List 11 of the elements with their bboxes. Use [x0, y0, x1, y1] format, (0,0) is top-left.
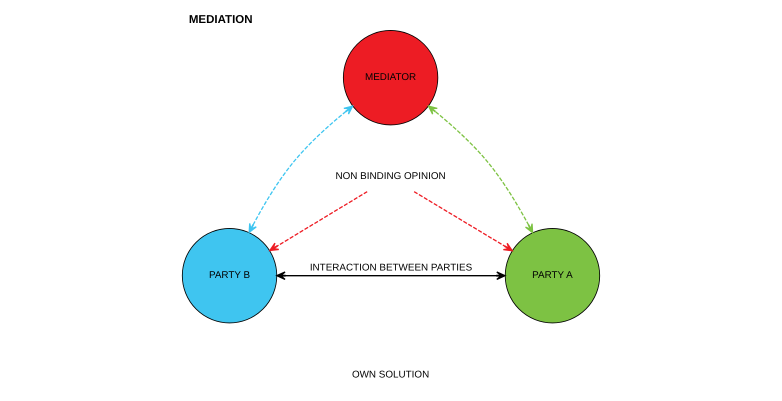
label: OWN SOLUTION	[352, 369, 430, 380]
node-text: NON BINDING OPINION	[336, 171, 446, 182]
arrow	[248, 105, 354, 234]
arrow	[428, 105, 534, 234]
edge-label: INTERACTION BETWEEN PARTIES	[310, 262, 472, 274]
arrow	[276, 271, 506, 280]
node-circle: PARTY A	[504, 228, 600, 324]
diagram-title: MEDIATION	[188, 14, 253, 26]
node-circle: PARTY B	[182, 228, 278, 324]
arrow	[269, 191, 368, 252]
arrow	[414, 191, 513, 252]
